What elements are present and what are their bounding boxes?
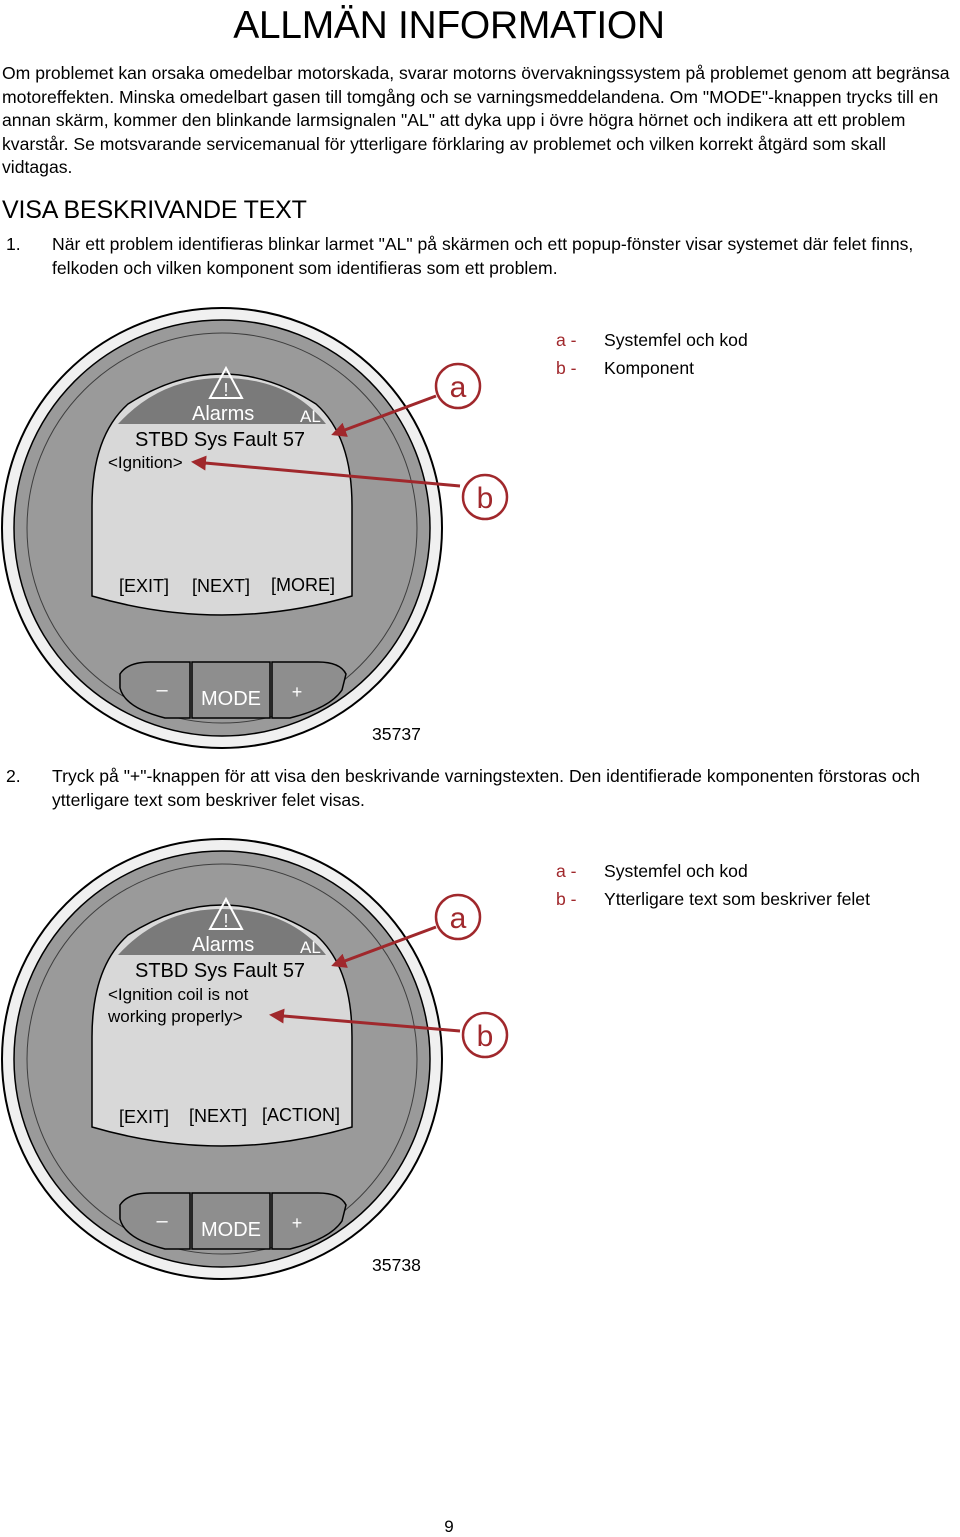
callout-a-label: a — [450, 902, 467, 935]
page-number: 9 — [444, 1517, 454, 1536]
figure-legend: a - Systemfel och kod b - Ytterligare te… — [556, 857, 870, 913]
fault-line: STBD Sys Fault 57 — [135, 960, 305, 982]
legend-row: b - Komponent — [556, 354, 748, 382]
callout-arrow-a — [331, 394, 437, 437]
callout-a-label: a — [450, 371, 467, 404]
mode-button[interactable] — [191, 1192, 271, 1250]
figure-gauge-1: ! Alarms AL STBD Sys Fault 57 <Ignition>… — [0, 296, 960, 756]
next-softkey[interactable]: [NEXT] — [192, 576, 250, 596]
component-line: <Ignition> — [108, 453, 183, 472]
gauge-illustration: ! Alarms AL STBD Sys Fault 57 <Ignition>… — [1, 307, 509, 749]
action-softkey[interactable]: [ACTION] — [262, 1105, 340, 1125]
legend-row: a - Systemfel och kod — [556, 326, 748, 354]
step-number: 1. — [6, 234, 21, 254]
plus-button[interactable] — [271, 1192, 347, 1250]
legend-row: a - Systemfel och kod — [556, 857, 870, 885]
legend-row: b - Ytterligare text som beskriver felet — [556, 885, 870, 913]
legend-text: Ytterligare text som beskriver felet — [604, 889, 870, 909]
gauge-screen — [91, 904, 353, 1147]
fault-line: STBD Sys Fault 57 — [135, 429, 305, 451]
warning-icon — [208, 896, 244, 930]
al-indicator: AL — [300, 938, 321, 957]
plus-button[interactable] — [271, 661, 347, 719]
alarms-label: Alarms — [192, 934, 254, 956]
alarm-banner — [118, 909, 326, 955]
plus-label: + — [292, 682, 303, 702]
mode-label: MODE — [201, 1219, 261, 1241]
legend-text: Komponent — [604, 358, 694, 378]
minus-button[interactable] — [119, 661, 191, 719]
gauge-illustration: ! Alarms AL STBD Sys Fault 57 <Ignition … — [1, 838, 509, 1280]
warning-symbol: ! — [223, 380, 228, 400]
figure-id: 35737 — [372, 724, 421, 744]
alarm-banner — [118, 378, 326, 424]
minus-button[interactable] — [119, 1192, 191, 1250]
legend-key: a - — [556, 861, 577, 881]
more-softkey[interactable]: [MORE] — [271, 575, 335, 595]
gauge-screen — [91, 373, 353, 616]
callout-arrow-b — [191, 455, 461, 488]
section-heading: VISA BESKRIVANDE TEXT — [2, 196, 307, 224]
legend-key: a - — [556, 330, 577, 350]
page-title: ALLMÄN INFORMATION — [233, 4, 665, 47]
callout-a-circle — [434, 893, 482, 941]
step-text: Tryck på "+"-knappen för att visa den be… — [52, 766, 921, 810]
legend-text: Systemfel och kod — [604, 330, 748, 350]
mode-label: MODE — [201, 688, 261, 710]
legend-key: b - — [556, 358, 577, 378]
callout-arrow-b — [269, 1008, 461, 1033]
legend-key: b - — [556, 889, 577, 909]
legend-text: Systemfel och kod — [604, 861, 748, 881]
callout-b-label: b — [477, 1020, 494, 1053]
minus-label: – — [156, 1210, 168, 1232]
figure-gauge-2: ! Alarms AL STBD Sys Fault 57 <Ignition … — [0, 827, 960, 1287]
exit-softkey[interactable]: [EXIT] — [119, 1107, 169, 1127]
callout-a-circle — [434, 362, 482, 410]
figure-id: 35738 — [372, 1255, 421, 1275]
callout-b-label: b — [477, 482, 494, 515]
mode-button[interactable] — [191, 661, 271, 719]
callout-b-circle — [461, 473, 509, 521]
figure-legend: a - Systemfel och kod b - Komponent — [556, 326, 748, 382]
component-line: working properly> — [107, 1007, 243, 1026]
intro-paragraph: Om problemet kan orsaka omedelbar motors… — [2, 63, 950, 178]
plus-label: + — [292, 1213, 303, 1233]
next-softkey[interactable]: [NEXT] — [189, 1106, 247, 1126]
callout-arrow-a — [331, 925, 437, 968]
warning-icon — [208, 365, 244, 399]
al-indicator: AL — [300, 407, 321, 426]
alarms-label: Alarms — [192, 403, 254, 425]
exit-softkey[interactable]: [EXIT] — [119, 576, 169, 596]
minus-label: – — [156, 679, 168, 701]
step-number: 2. — [6, 766, 21, 786]
step-text: När ett problem identifieras blinkar lar… — [52, 234, 914, 278]
component-line: <Ignition coil is not — [108, 985, 249, 1004]
warning-symbol: ! — [223, 911, 228, 931]
callout-b-circle — [461, 1011, 509, 1059]
